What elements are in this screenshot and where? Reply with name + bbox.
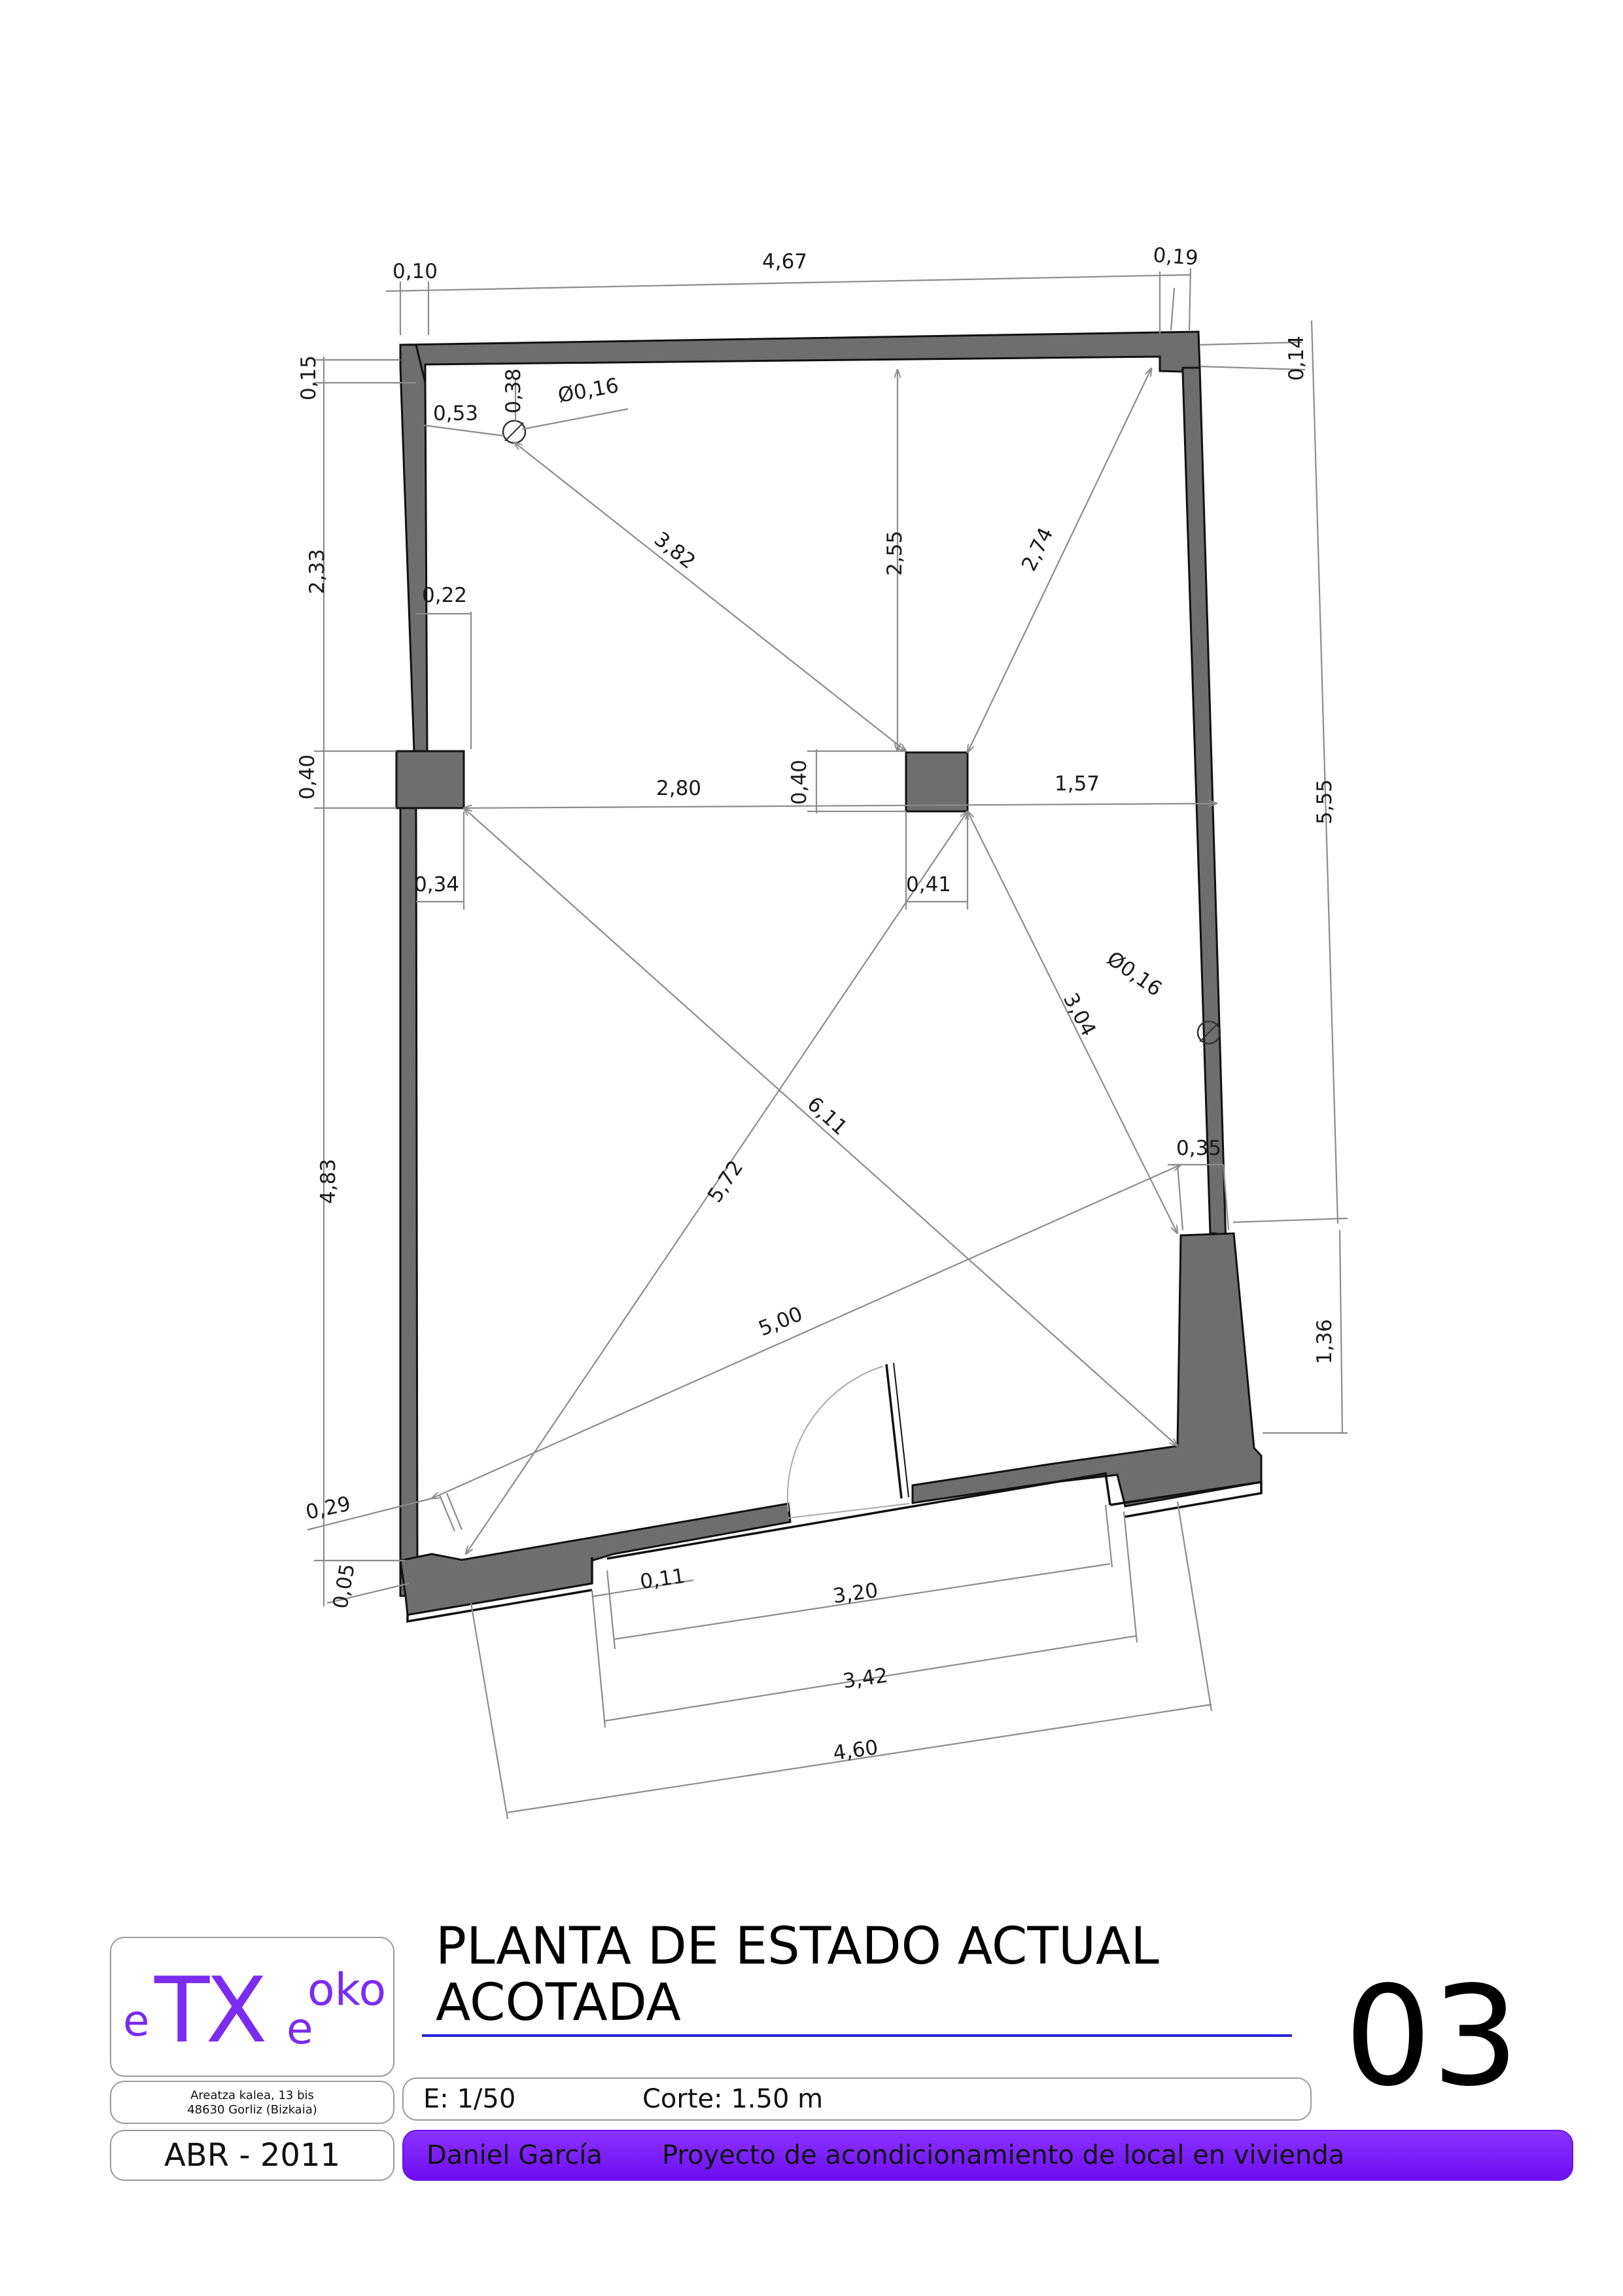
title-block: e TX oko e Areatza kalea, 13 bis 48630 G…: [0, 1898, 1623, 2199]
door-swing: [786, 1366, 884, 1512]
logo-box: e TX oko e: [110, 1937, 394, 2077]
wall-bottom-left: [399, 1502, 792, 1616]
dim-bottom-320: 3,20: [831, 1579, 879, 1608]
sheet-number: 03: [1344, 1956, 1520, 2117]
door-leaf: [885, 1364, 903, 1499]
pipe-circle-right: [1196, 1020, 1221, 1045]
dim-bottom-460: 4,60: [831, 1736, 879, 1765]
dim-022: 0,22: [422, 584, 467, 607]
dim-top-467: 4,67: [762, 250, 807, 274]
column-bottom-right: [911, 1232, 1263, 1508]
dim-035: 0,35: [1176, 1137, 1221, 1160]
wall-left-lower: [399, 805, 419, 1597]
dim-034: 0,34: [414, 873, 459, 896]
dim-top-019: 0,19: [1152, 243, 1198, 270]
dim-right-014: 0,14: [1285, 336, 1308, 381]
facade-line: [406, 1472, 1263, 1623]
scale-box: E: 1/50 Corte: 1.50 m: [402, 2077, 1312, 2121]
address-line-2: 48630 Gorliz (Bizkaia): [187, 2103, 317, 2117]
dim-right-555: 5,55: [1313, 779, 1336, 824]
logo-text-e2: e: [287, 2004, 313, 2054]
dim-038: 0,38: [502, 368, 525, 414]
title-underline: [422, 2034, 1292, 2037]
dim-382: 3,82: [650, 527, 700, 574]
dim-bottom-011: 0,11: [638, 1564, 686, 1594]
dim-left-015: 0,15: [297, 355, 321, 400]
dim-053: 0,53: [433, 402, 478, 425]
dim-left-233: 2,33: [305, 549, 329, 594]
dim-572: 5,72: [703, 1156, 748, 1207]
dimension-lines: [307, 268, 1348, 1820]
dim-041: 0,41: [906, 873, 951, 896]
dim-right-136: 1,36: [1313, 1319, 1336, 1364]
dim-280: 2,80: [656, 777, 701, 800]
wall-left-upper: [399, 344, 428, 752]
address-line-1: Areatza kalea, 13 bis: [190, 2089, 314, 2102]
dim-phi-right: Ø0,16: [1102, 947, 1166, 1001]
scale-label: E: 1/50: [423, 2084, 516, 2114]
dim-040c: 0,40: [788, 760, 811, 805]
project-label: Proyecto de acondicionamiento de local e…: [662, 2140, 1345, 2170]
dim-left-005: 0,05: [328, 1562, 359, 1610]
dim-304: 3,04: [1058, 989, 1100, 1040]
section-label: Corte: 1.50 m: [642, 2084, 824, 2114]
date-box: ABR - 2011: [110, 2130, 394, 2181]
dim-bottom-342: 3,42: [841, 1664, 889, 1693]
logo-text-e: e: [123, 1996, 150, 2046]
dim-phi-top: Ø0,16: [556, 374, 620, 408]
dimension-labels: 0,10 4,67 0,19 0,15 2,33 0,40 4,83 0,29 …: [296, 243, 1336, 1765]
date-label: ABR - 2011: [164, 2137, 341, 2174]
floor-plan-drawing: 0,10 4,67 0,19 0,15 2,33 0,40 4,83 0,29 …: [296, 243, 1348, 1820]
address-box: Areatza kalea, 13 bis 48630 Gorliz (Bizk…: [110, 2081, 394, 2124]
pillar-left: [395, 750, 465, 809]
pillar-center: [905, 751, 969, 813]
dim-left-040: 0,40: [296, 754, 319, 800]
drawing-title-line-2: ACOTADA: [436, 1973, 681, 2032]
project-bar: Daniel García Proyecto de acondicionamie…: [402, 2130, 1573, 2181]
drawing-title-line-1: PLANTA DE ESTADO ACTUAL: [436, 1917, 1159, 1976]
logo-text-oko: oko: [307, 1964, 387, 2016]
dim-left-483: 4,83: [317, 1159, 340, 1204]
dim-top-010: 0,10: [393, 260, 438, 283]
dim-274: 2,74: [1017, 524, 1058, 575]
logo-text-tx: TX: [154, 1958, 268, 2063]
author-label: Daniel García: [427, 2140, 602, 2170]
dim-255: 2,55: [883, 531, 907, 576]
dim-157: 1,57: [1055, 772, 1100, 796]
